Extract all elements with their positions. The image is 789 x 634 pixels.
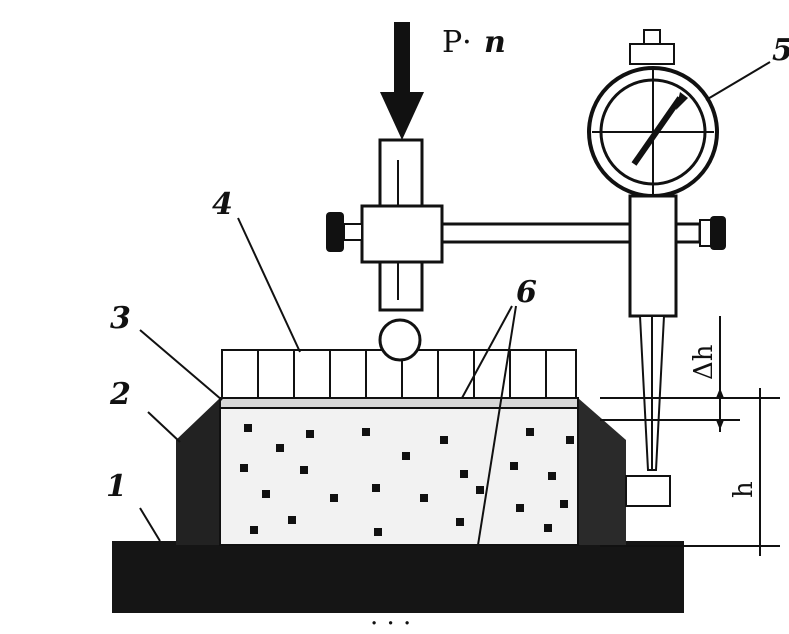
dim-h-label: h [729,481,759,498]
porous-stone-top [219,397,579,409]
soil-grain [240,464,248,472]
soil-grain [372,484,380,492]
load-factor-label: n [484,25,506,60]
soil-grain [250,526,258,534]
soil-grain [374,528,382,536]
load-label: P· [442,25,472,60]
soil-grain [476,486,484,494]
soil-grain [420,494,428,502]
soil-grain [402,452,410,460]
soil-grain [544,524,552,532]
dial-stem-top [643,29,661,45]
dim-delta-h-label: Δh [689,344,719,380]
soil-grain [306,430,314,438]
bottom-marks: · · · [370,609,411,634]
soil-grain [244,424,252,432]
stamp-segments [257,350,547,398]
soil-grain [440,436,448,444]
soil-grain [548,472,556,480]
clamp-knob-left [326,212,344,252]
dial-needle [631,96,683,166]
soil-grains [240,424,574,536]
soil-grain [560,500,568,508]
soil-grain [362,428,370,436]
dial-stem [628,194,678,318]
ring-frame [176,398,220,545]
soil-specimen [219,407,579,546]
soil-grain [262,490,270,498]
base-plate [112,541,684,613]
load-arrow-head [380,92,424,140]
part-label-1: 1 [106,469,127,504]
soil-grain [566,436,574,444]
soil-grain [300,466,308,474]
clamp-block [360,204,444,264]
load-arrow-shaft [394,22,410,94]
ring-frame-right [578,398,626,545]
soil-grain [276,444,284,452]
soil-grain [516,504,524,512]
part-label-3: 3 [110,301,131,336]
soil-grain [456,518,464,526]
probe-foot [625,475,671,507]
soil-grain [288,516,296,524]
loading-ball [378,318,422,362]
part-label-6: 6 [516,275,537,310]
part-label-4: 4 [212,187,233,222]
soil-grain [460,470,468,478]
part-label-2: 2 [109,377,131,412]
soil-grain [510,462,518,470]
soil-grain [526,428,534,436]
part-label-5: 5 [772,33,789,68]
soil-grain [330,494,338,502]
